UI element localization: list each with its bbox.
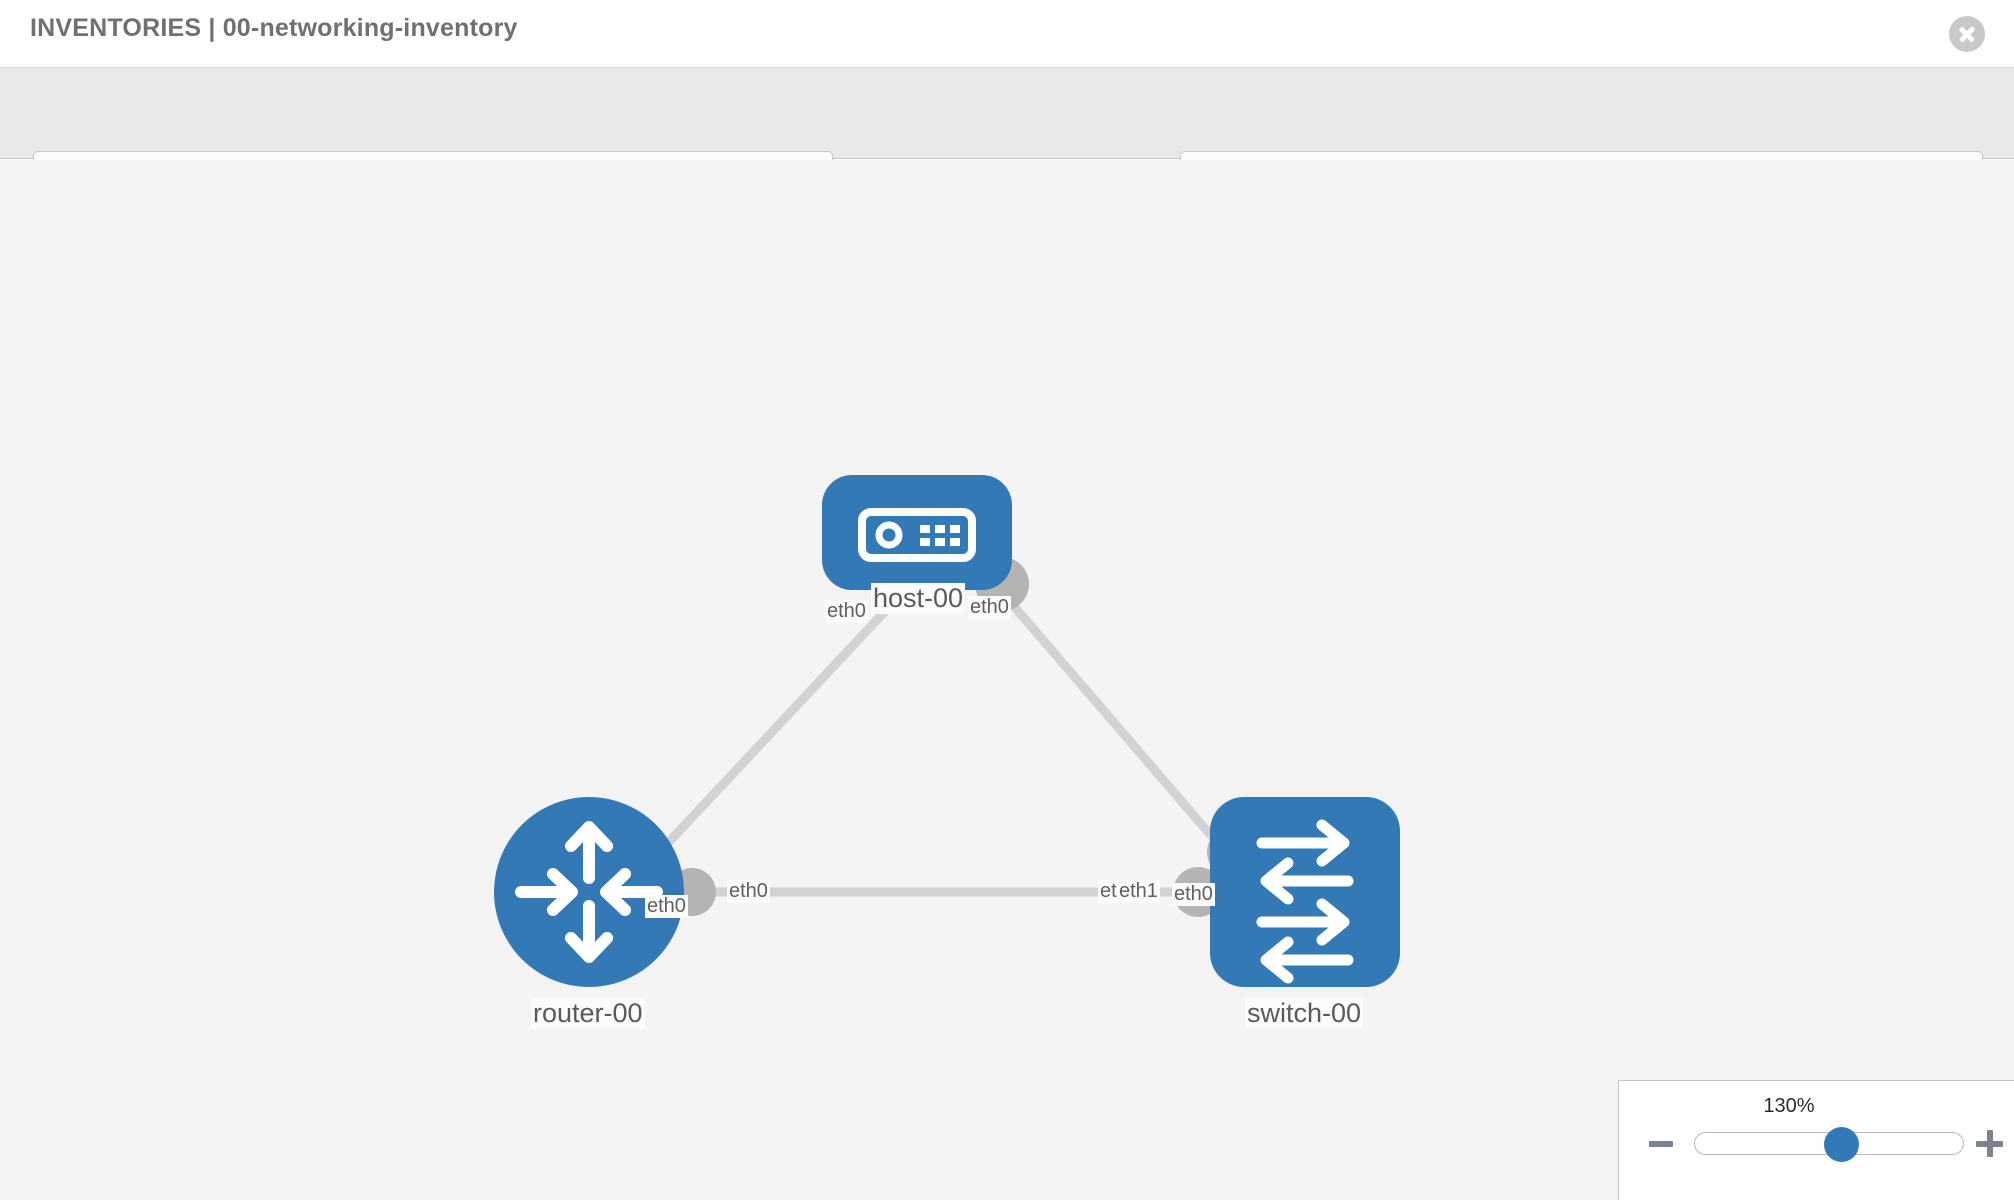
node-label-switch-00: switch-00 — [1245, 998, 1364, 1029]
page-title: INVENTORIES | 00-networking-inventory — [30, 14, 518, 42]
node-switch-00 — [1210, 797, 1400, 987]
node-label-host-00: host-00 — [871, 583, 966, 614]
node-host-00 — [822, 475, 1012, 590]
node-label-router-00: router-00 — [531, 998, 645, 1029]
toolbar: ACTIONS SEARCH — [0, 68, 2014, 206]
plus-icon[interactable] — [1976, 1130, 2003, 1157]
close-icon[interactable] — [1949, 16, 1985, 52]
iface-label-host-left: eth0 — [825, 600, 868, 623]
topology-links — [648, 586, 1236, 897]
page-header: INVENTORIES | 00-networking-inventory — [0, 0, 2014, 68]
server-icon — [858, 508, 976, 562]
router-icon — [515, 821, 663, 963]
zoom-level-value: 130% — [1763, 1095, 1815, 1117]
node-router-00 — [494, 797, 684, 987]
minus-icon[interactable] — [1649, 1141, 1673, 1147]
link-host-switch — [996, 587, 1236, 863]
iface-label-router-uplink: eth0 — [645, 895, 688, 918]
iface-label-switch-eth1: eth1 — [1117, 880, 1160, 903]
zoom-slider-thumb[interactable] — [1824, 1127, 1859, 1162]
zoom-slider[interactable] — [1694, 1127, 1964, 1162]
iface-label-router-eth0: eth0 — [727, 880, 770, 903]
zoom-control-panel: 130% — [1618, 1080, 2014, 1200]
iface-label-host-right: eth0 — [968, 596, 1011, 619]
topology-graph — [494, 475, 1400, 987]
iface-label-switch-uplink: eth0 — [1172, 883, 1215, 906]
topology-canvas[interactable]: eth0 eth0 eth0 eth0 eth0 eth0 eth1 host-… — [0, 160, 2014, 1200]
switch-icon — [1256, 819, 1354, 984]
link-router-host — [648, 586, 909, 864]
